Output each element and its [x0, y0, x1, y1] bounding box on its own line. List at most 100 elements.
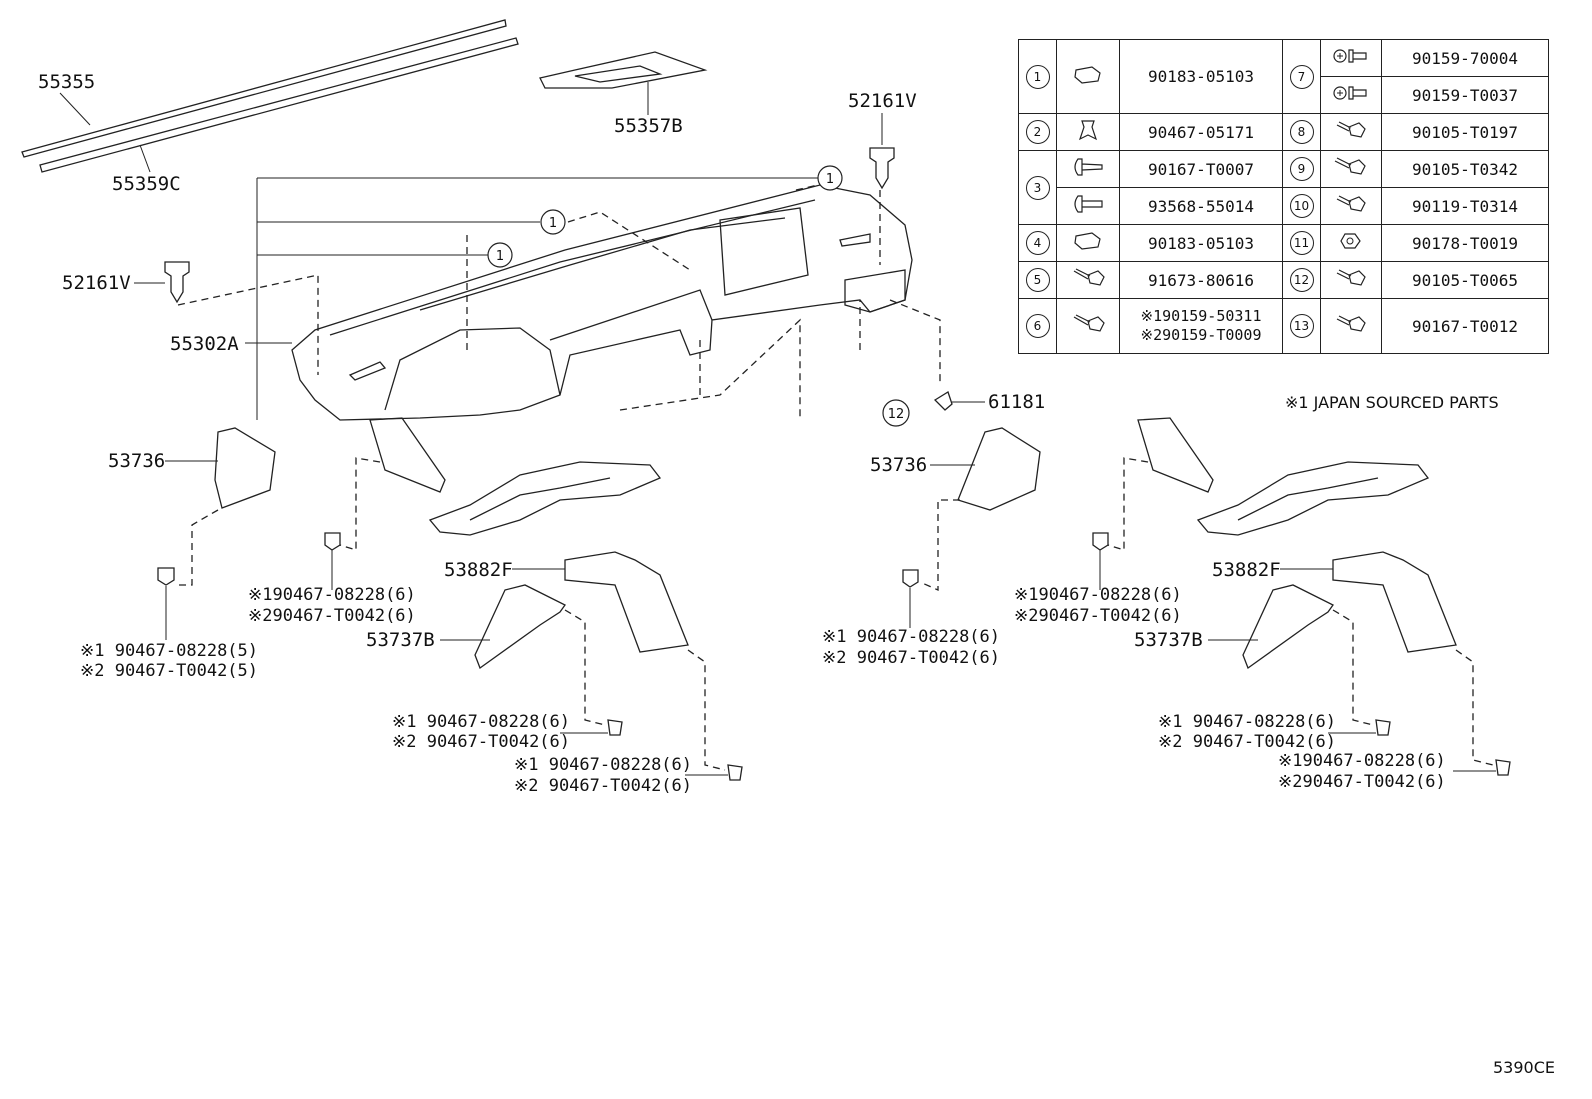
row-num-9: 9	[1289, 157, 1314, 181]
bracket-61181	[933, 391, 953, 411]
label-55355: 55355	[38, 71, 95, 93]
instrument-panel-55302a	[291, 184, 913, 421]
label-55302a: 55302A	[170, 333, 239, 355]
clip-b-line2: ※290467-T0042(6)	[248, 606, 416, 626]
ref-circle-1a-text: 1	[826, 172, 834, 187]
bolt-icon	[1334, 157, 1366, 175]
part-f10: 90119-T0314	[1381, 187, 1549, 225]
label-53882f-right: 53882F	[1212, 559, 1281, 581]
cover-53737b-right	[1242, 584, 1334, 670]
nut-icon	[1340, 233, 1361, 249]
clip-c	[607, 719, 623, 736]
row-num-2: 2	[1025, 120, 1050, 144]
part-f7b: 90159-T0037	[1381, 76, 1549, 114]
part-f6b: ※290159-T0009	[1140, 326, 1262, 344]
bolt-icon	[1336, 269, 1366, 286]
ref-circle-1c	[487, 242, 513, 268]
label-53737b-right: 53737B	[1134, 629, 1203, 651]
part-f7a: 90159-70004	[1381, 39, 1549, 77]
ref-circle-1b-text: 1	[549, 216, 557, 231]
clip-e	[902, 569, 919, 588]
ref-circle-12	[882, 399, 910, 427]
clip-f	[1092, 532, 1109, 551]
clip-nut-icon	[1074, 232, 1101, 250]
bolt-icon	[1073, 268, 1105, 286]
row-num-13: 13	[1289, 314, 1314, 338]
clip-e-line1: ※1 90467-08228(6)	[822, 627, 1000, 647]
clip-h	[1495, 759, 1511, 776]
label-55357b: 55357B	[614, 115, 683, 137]
brace-frame-right	[1196, 461, 1430, 536]
row-num-11: 11	[1289, 231, 1314, 255]
part-f3b: 93568-55014	[1119, 187, 1283, 225]
part-f6a: ※190159-50311	[1140, 307, 1262, 325]
row-num-7: 7	[1289, 64, 1314, 89]
row-num-4: 4	[1025, 231, 1050, 255]
pad-55357b	[539, 51, 708, 89]
row-num-10: 10	[1289, 194, 1314, 218]
part-f8: 90105-T0197	[1381, 113, 1549, 151]
part-f13: 90167-T0012	[1381, 298, 1549, 354]
clip-c-line2: ※2 90467-T0042(6)	[392, 732, 570, 752]
part-f3a: 90167-T0007	[1119, 150, 1283, 188]
bolt-icon	[1336, 315, 1366, 332]
part-f5: 91673-80616	[1119, 261, 1283, 299]
ref-circle-1c-text: 1	[496, 249, 504, 264]
cover-53737b-left	[474, 584, 566, 670]
ref-circle-1a	[817, 165, 843, 191]
row-num-1: 1	[1025, 64, 1050, 89]
fastener-table: 1 90183-05103 7 90159-70004 90159-T0037 …	[1018, 39, 1549, 354]
row-num-12: 12	[1289, 268, 1314, 292]
clip-g-line2: ※2 90467-T0042(6)	[1158, 732, 1336, 752]
figure-code: 5390CE	[1493, 1058, 1555, 1077]
clip-nut-icon	[1074, 65, 1101, 84]
side-cover-53736-left	[214, 427, 276, 509]
phillips-screw-icon	[1333, 49, 1367, 63]
side-cover-53736-right	[957, 427, 1041, 511]
label-55359c: 55359C	[112, 173, 181, 195]
reinforcement-left	[369, 417, 446, 493]
label-61181: 61181	[988, 391, 1045, 413]
clip-52161v-left	[164, 261, 190, 304]
screw-icon	[1074, 195, 1103, 213]
clip-c-line1: ※1 90467-08228(6)	[392, 712, 570, 732]
clip-f-line2: ※290467-T0042(6)	[1014, 606, 1182, 626]
row-num-8: 8	[1289, 120, 1314, 144]
cover-53882f-right	[1332, 551, 1457, 653]
clip-d-line1: ※1 90467-08228(6)	[514, 755, 692, 775]
clip-e-line2: ※2 90467-T0042(6)	[822, 648, 1000, 668]
part-f11: 90178-T0019	[1381, 224, 1549, 262]
phillips-screw-icon	[1333, 86, 1367, 100]
bolt-icon	[1336, 195, 1366, 212]
label-53736-left: 53736	[108, 450, 165, 472]
part-f1: 90183-05103	[1119, 39, 1283, 114]
japan-sourced-note: ※1 JAPAN SOURCED PARTS	[1285, 393, 1499, 412]
clip-f-line1: ※190467-08228(6)	[1014, 585, 1182, 605]
clip-h-line1: ※190467-08228(6)	[1278, 751, 1446, 771]
part-f4: 90183-05103	[1119, 224, 1283, 262]
label-52161v-top: 52161V	[848, 90, 917, 112]
clip-d-line2: ※2 90467-T0042(6)	[514, 776, 692, 796]
clip-h-line2: ※290467-T0042(6)	[1278, 772, 1446, 792]
trim-strip-55355	[21, 19, 519, 173]
clip-a	[157, 567, 175, 586]
screw-icon	[1074, 158, 1103, 176]
row-num-6: 6	[1025, 314, 1050, 338]
clip-d	[727, 764, 743, 781]
ref-circle-12-text: 12	[888, 407, 905, 422]
label-53882f-left: 53882F	[444, 559, 513, 581]
label-53736-right: 53736	[870, 454, 927, 476]
clip-b	[324, 532, 341, 551]
part-f9: 90105-T0342	[1381, 150, 1549, 188]
row-num-5: 5	[1025, 268, 1050, 292]
bolt-icon	[1336, 121, 1366, 138]
clip-g	[1375, 719, 1391, 736]
reinforcement-right	[1137, 417, 1214, 493]
row-num-3: 3	[1025, 175, 1050, 200]
label-52161v-left: 52161V	[62, 272, 131, 294]
bolt-icon	[1073, 314, 1105, 332]
ref-circle-1b	[540, 209, 566, 235]
clip-a-line1: ※1 90467-08228(5)	[80, 641, 258, 661]
part-f2: 90467-05171	[1119, 113, 1283, 151]
